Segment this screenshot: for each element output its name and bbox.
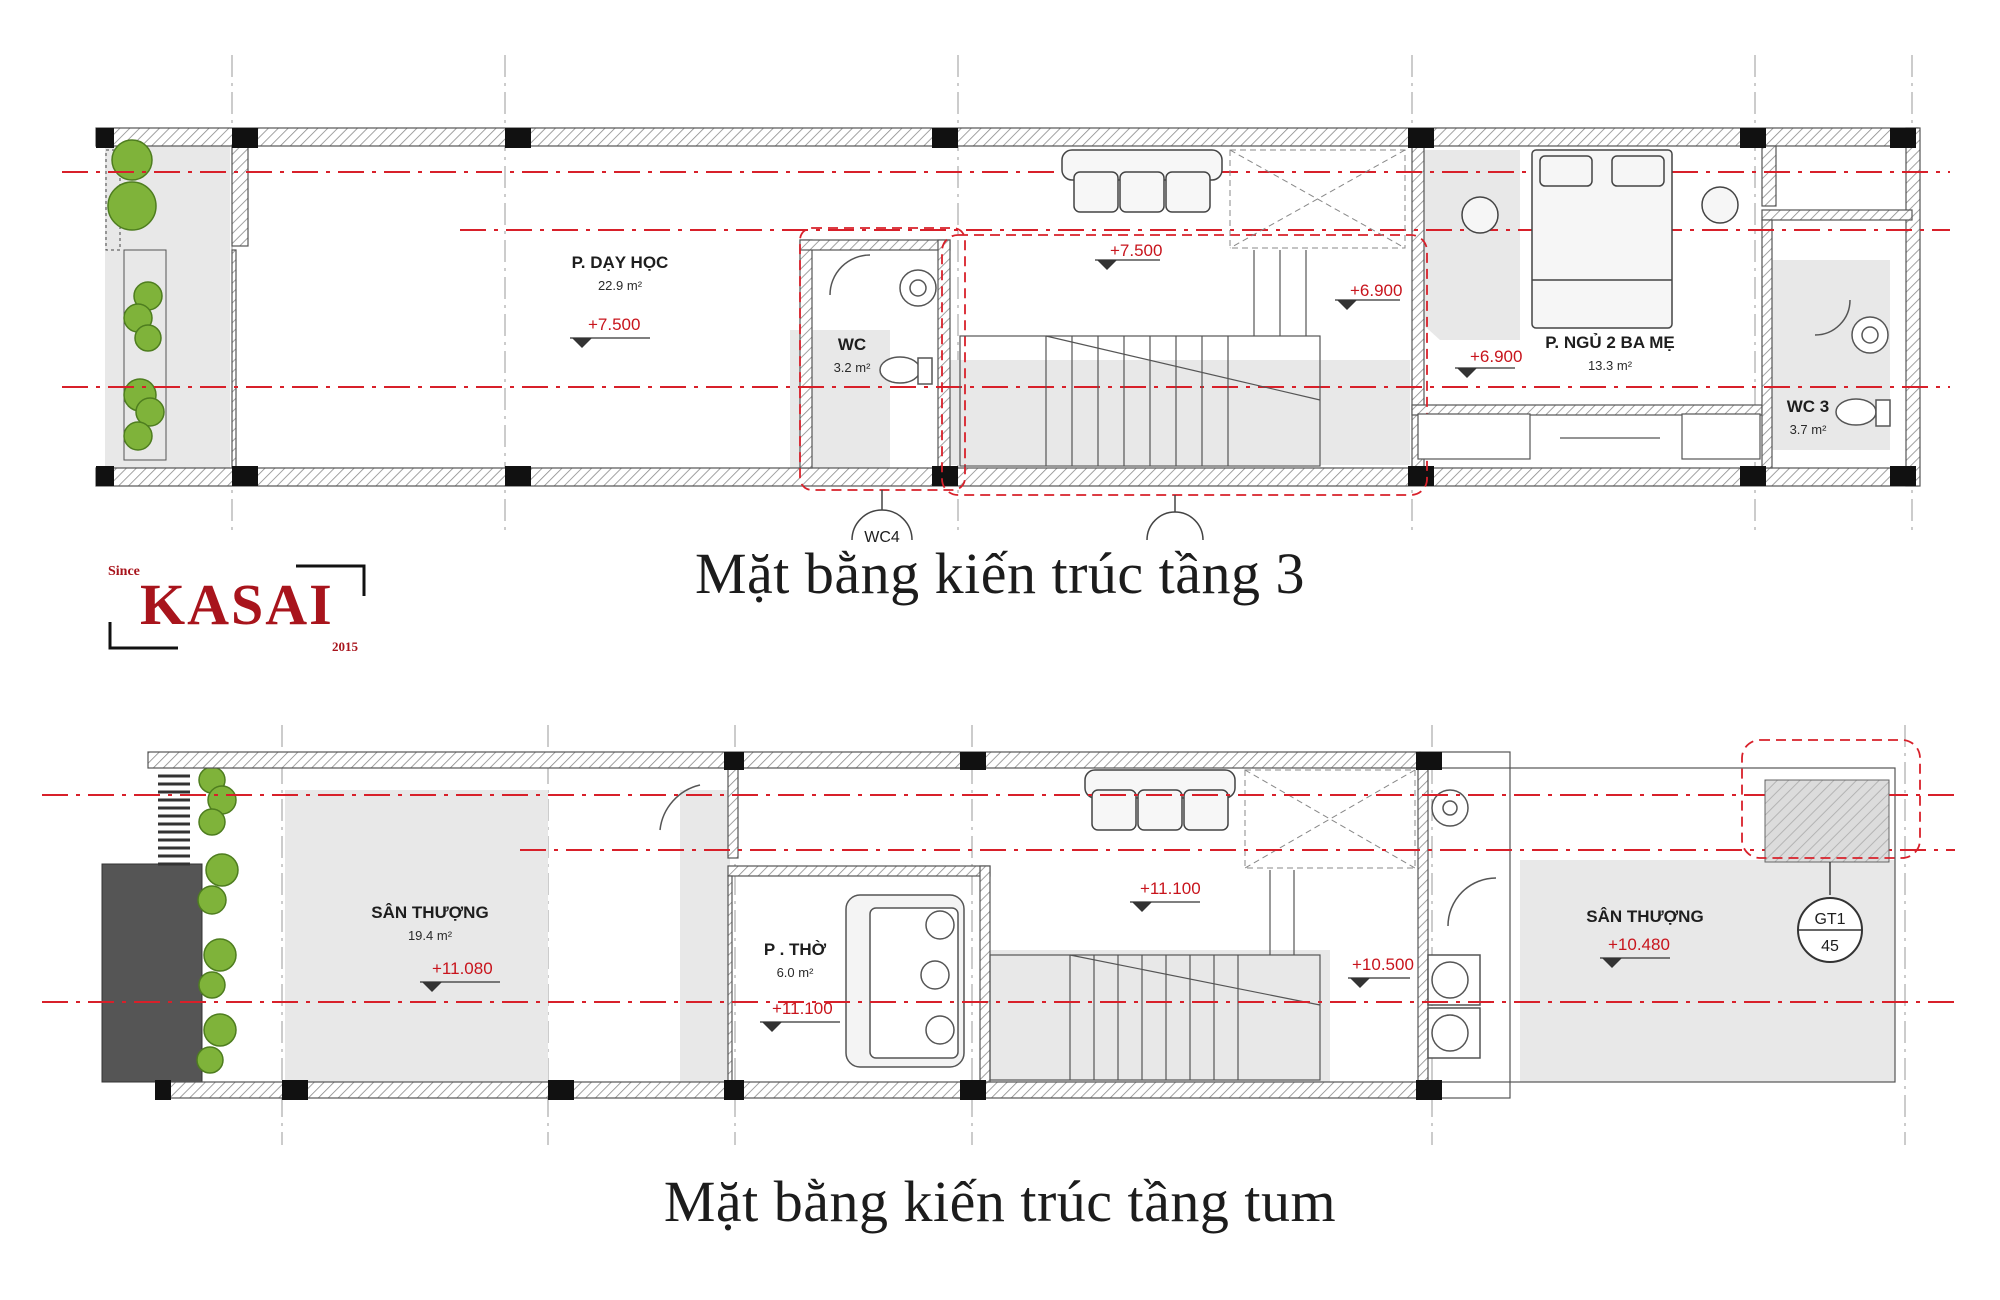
tum-tank-callout: [1741, 739, 1921, 859]
tum-plants: [196, 766, 239, 1074]
level-stair-landing-tum: +10.500: [1352, 955, 1414, 974]
tum-terrace-outline: [1509, 767, 1896, 1083]
logo-year: 2015: [332, 639, 359, 654]
tank-tag-number: 45: [1821, 938, 1839, 955]
floor3-right-wall: [1905, 127, 1921, 487]
tum-awning: [101, 863, 203, 1083]
room-label-altar: P . THỜ: [764, 940, 827, 959]
level-stair-hall: +11.100: [1140, 879, 1201, 898]
tum-laundry: [659, 784, 1497, 1059]
floor3-plan: [62, 55, 1950, 541]
room-label-wc3: WC 3: [1787, 397, 1830, 416]
room-area-altar: 6.0 m²: [777, 965, 815, 980]
tum-void: [1244, 769, 1416, 869]
level-stair-landing: +6.900: [1350, 281, 1402, 300]
tum-water-tank: [1764, 779, 1890, 863]
floor3-columns: [96, 128, 1916, 486]
section-tag-wc4: WC4: [864, 529, 900, 546]
caption-floor-tum: Mặt bằng kiến trúc tầng tum: [663, 1169, 1337, 1234]
floor3-bottom-wall: [95, 467, 1919, 487]
kasai-logo: [108, 564, 366, 650]
tum-bottom-wall: [159, 1081, 1421, 1099]
logo-since: Since: [108, 564, 140, 579]
tum-sofa: [1084, 769, 1236, 831]
floor3-wc-fixtures: [829, 254, 1891, 427]
tum-stairs: [989, 870, 1321, 1081]
level-terrace-right: +10.480: [1608, 935, 1670, 954]
floor3-void: [1229, 149, 1406, 249]
room-area-day-hoc: 22.9 m²: [598, 278, 643, 293]
level-terrace-left: +11.080: [432, 959, 493, 978]
floor-tum-plan: [42, 725, 1955, 1145]
room-area-terrace-left: 19.4 m²: [408, 928, 453, 943]
floor3-sofa: [1061, 149, 1223, 213]
level-bedroom: +6.900: [1470, 347, 1522, 366]
room-label-bedroom: P. NGỦ 2 BA MẸ: [1545, 333, 1674, 352]
room-area-wc3: 3.7 m²: [1790, 422, 1828, 437]
room-label-wc: WC: [838, 335, 866, 354]
level-stair-top: +7.500: [1110, 241, 1162, 260]
floor3-balcony: [105, 149, 167, 461]
floor3-interior-walls: [231, 145, 1913, 469]
floor3-stairs: [959, 250, 1321, 467]
tum-stair-stripes: [158, 774, 190, 866]
logo-bracket-left: [108, 622, 178, 650]
tum-altar: [845, 894, 965, 1068]
room-label-day-hoc: P. DẠY HỌC: [572, 253, 669, 272]
room-area-wc: 3.2 m²: [834, 360, 872, 375]
floor3-level-markers: [570, 259, 1515, 378]
level-altar: +11.100: [772, 999, 833, 1018]
logo-name: KASAI: [140, 572, 334, 637]
tum-top-wall: [147, 751, 1421, 769]
floor3-plants: [107, 139, 165, 451]
room-area-bedroom: 13.3 m²: [1588, 358, 1633, 373]
tum-interior-walls: [727, 767, 1429, 1083]
tank-tag-code: GT1: [1814, 911, 1845, 928]
tum-level-markers: [420, 901, 1670, 1032]
floor3-section-tags: [851, 490, 1204, 541]
logo-bracket-right: [296, 564, 366, 596]
room-label-terrace-right: SÂN THƯỢNG: [1586, 907, 1703, 926]
tum-axis-lines: [42, 794, 1955, 1003]
caption-floor3: Mặt bằng kiến trúc tầng 3: [694, 541, 1306, 606]
floor3-top-wall: [95, 127, 1919, 147]
floor3-bed: [1461, 149, 1739, 329]
room-label-terrace-left: SÂN THƯỢNG: [371, 903, 488, 922]
level-day-hoc: +7.500: [588, 315, 640, 334]
tum-columns: [155, 752, 1442, 1100]
floor3-wardrobes: [1417, 413, 1761, 460]
